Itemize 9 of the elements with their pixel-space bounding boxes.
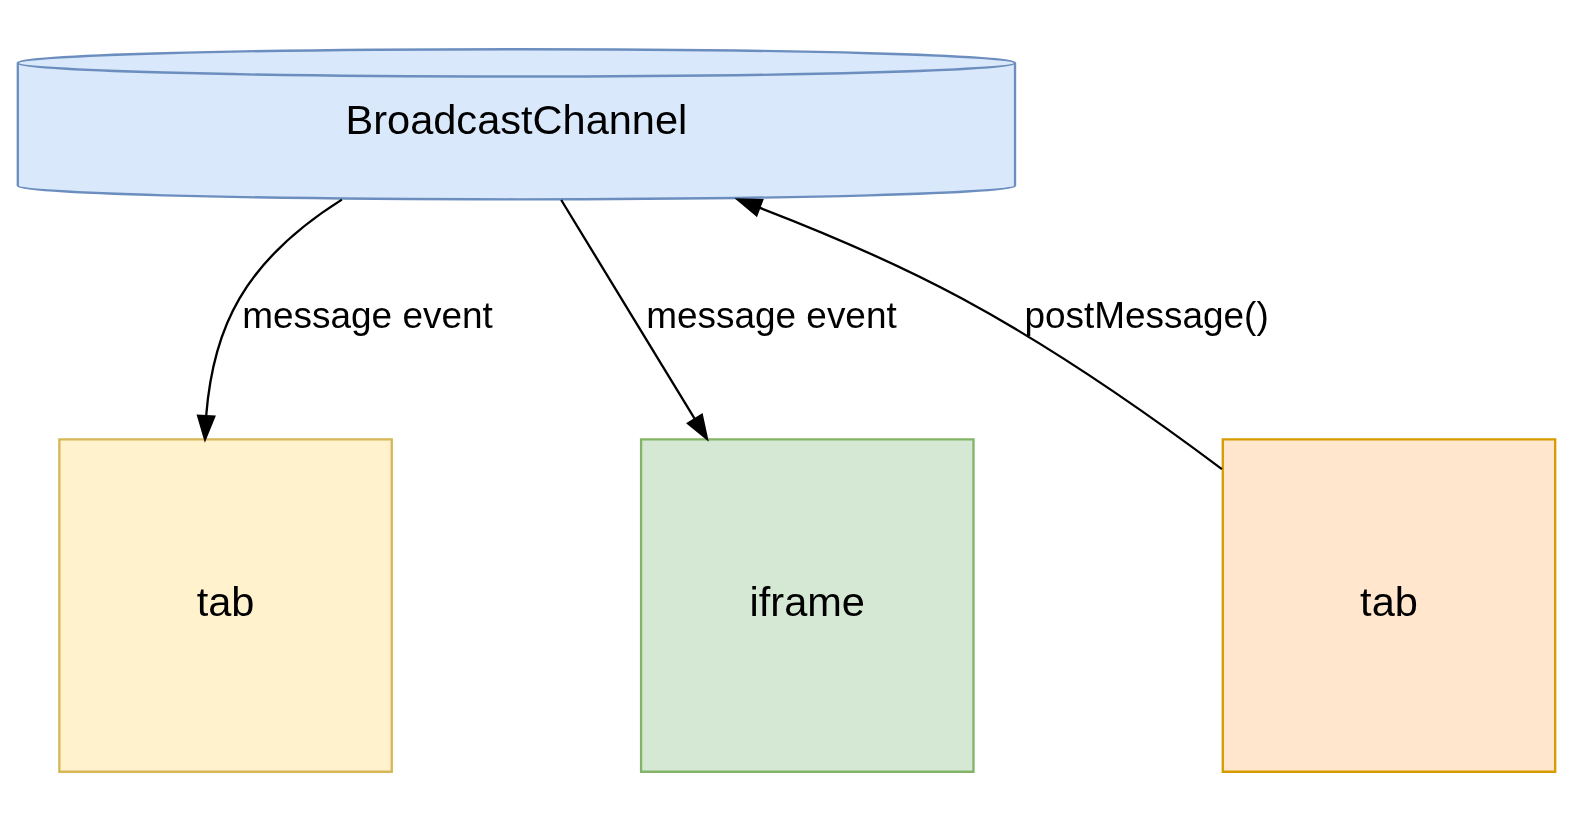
- node-box: iframe: [639, 437, 975, 773]
- arrow: [734, 197, 1223, 470]
- edge-label: message event: [242, 294, 493, 336]
- node-box: tab: [58, 437, 393, 773]
- arrow: [560, 198, 709, 442]
- node-box: tab: [1221, 437, 1557, 773]
- arrow: [196, 198, 343, 443]
- edge-label: postMessage(): [1024, 294, 1269, 336]
- edge-label: message event: [646, 294, 897, 336]
